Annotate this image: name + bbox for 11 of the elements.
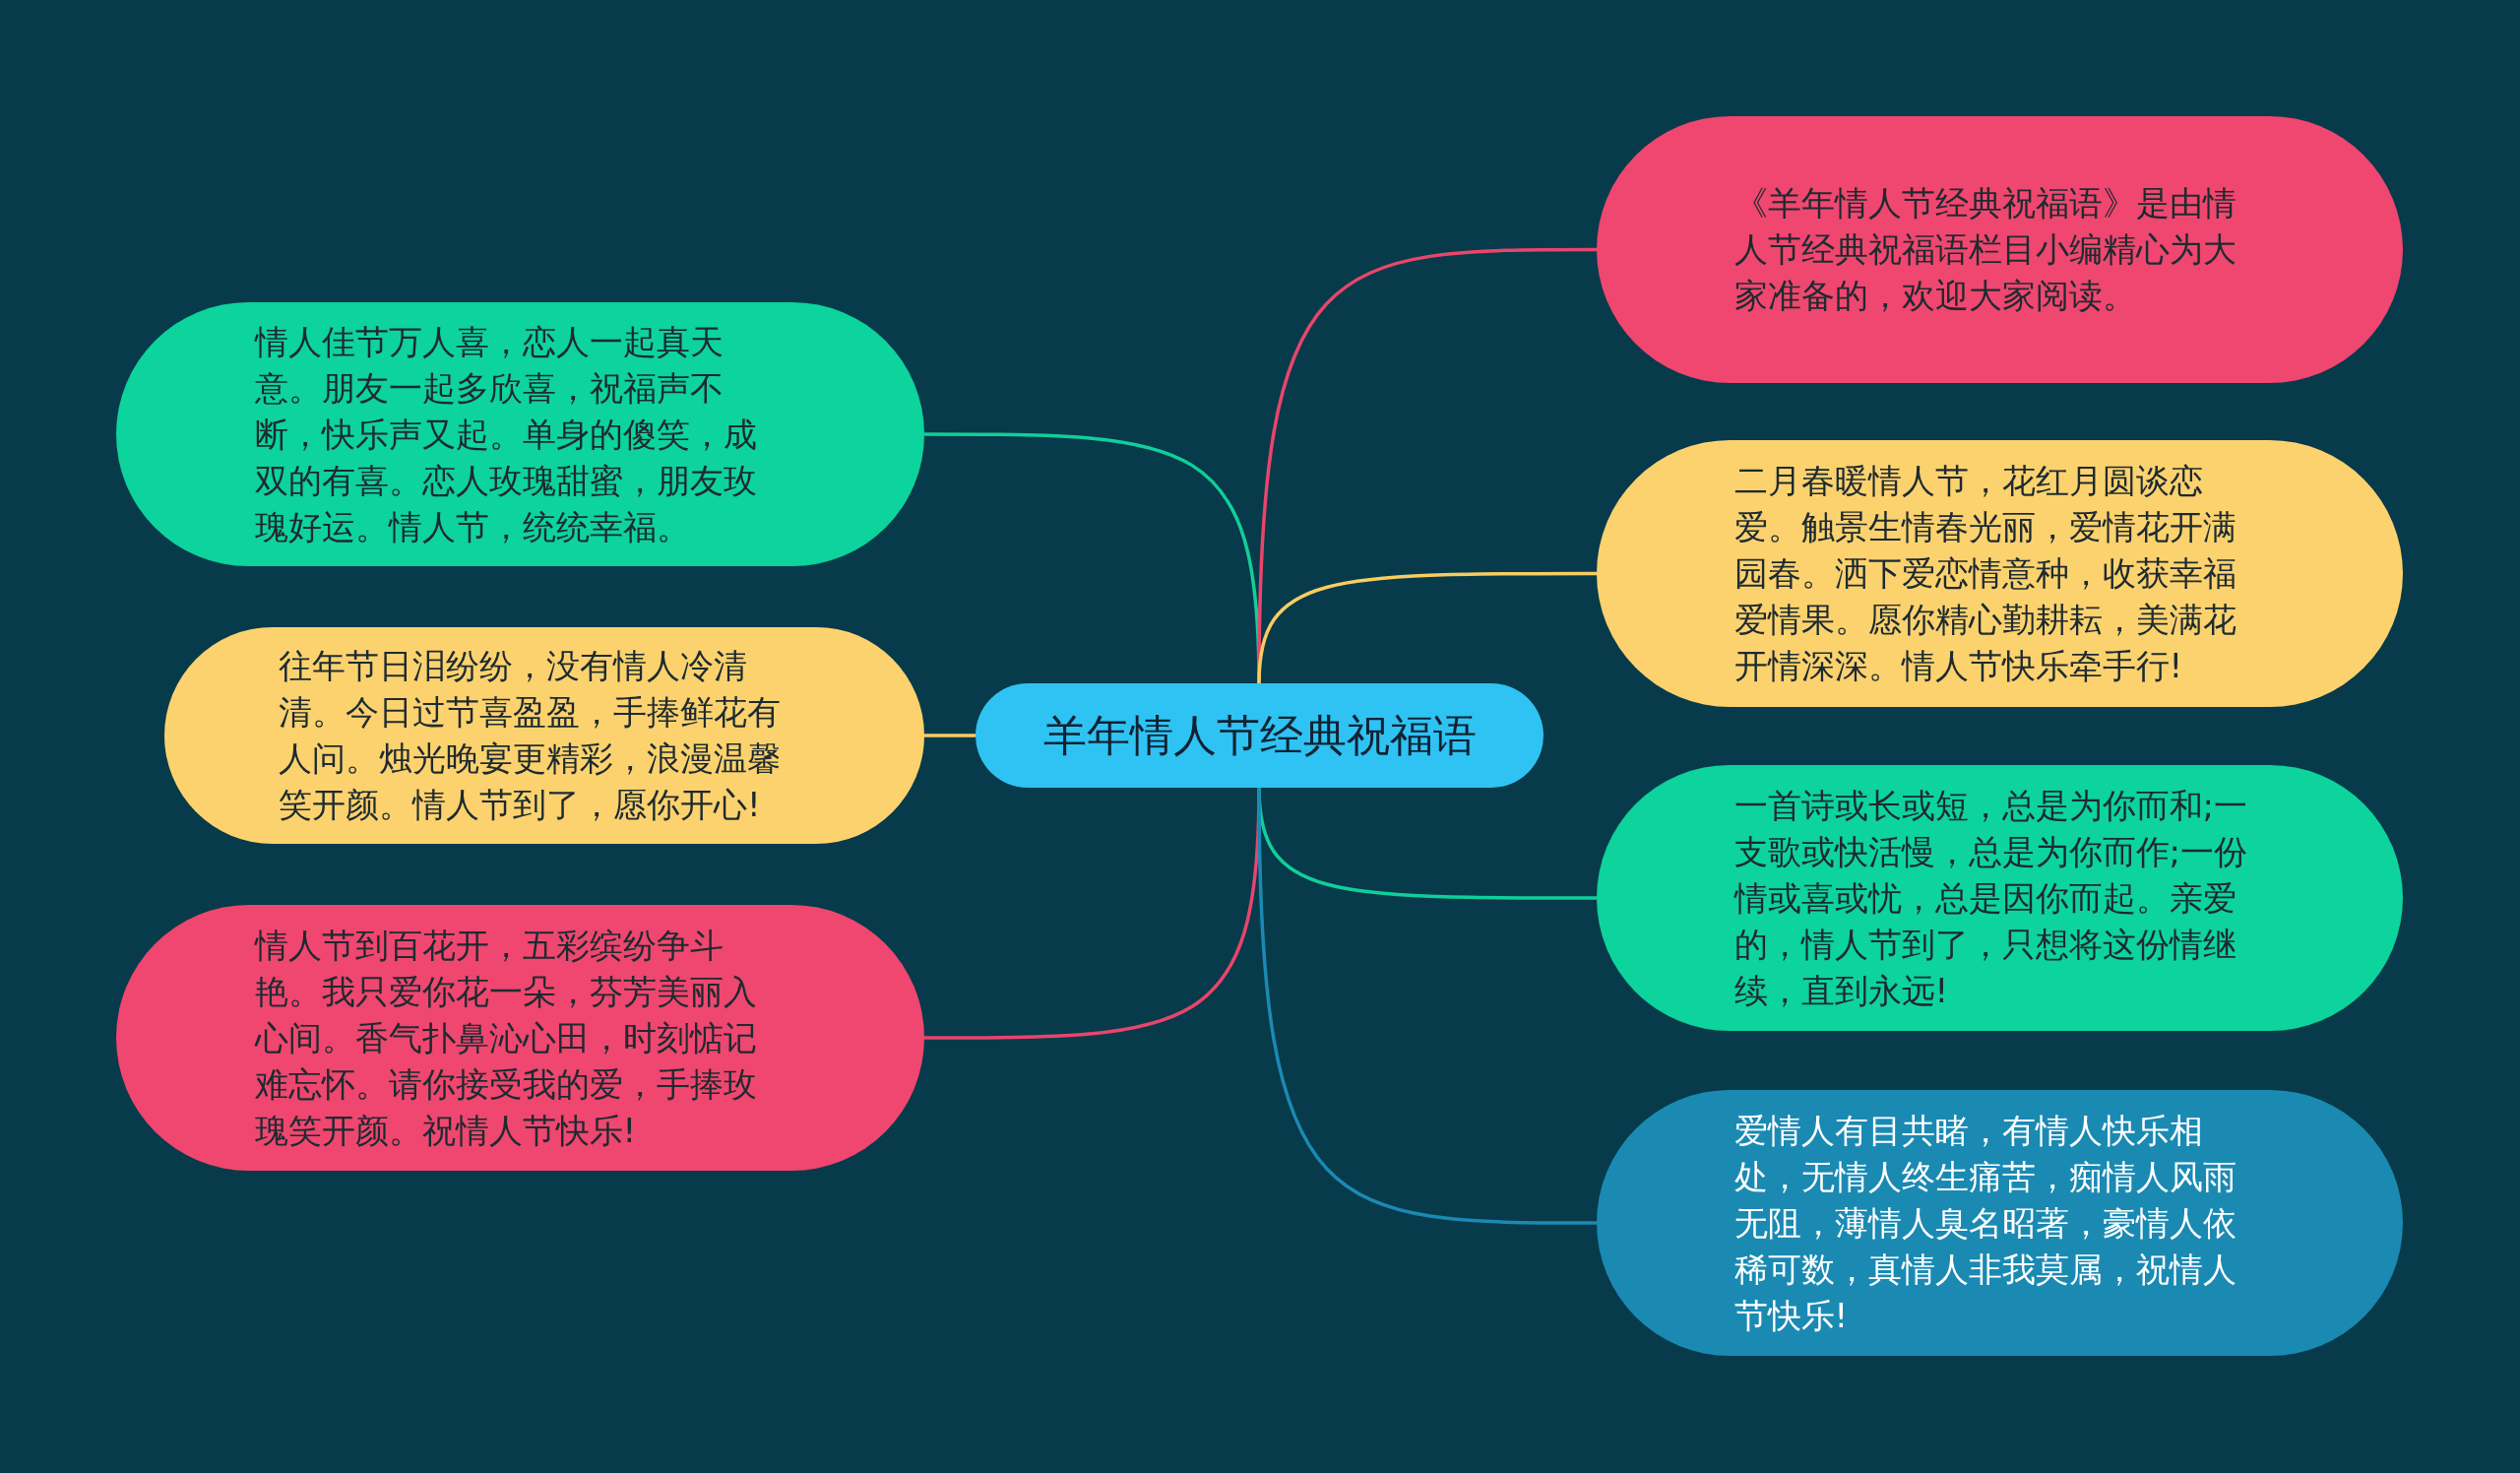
connector-line — [1257, 787, 1597, 1225]
branch-text: 二月春暖情人节，花红月圆谈恋爱。触景生情春光丽，爱情花开满园春。洒下爱恋情意种，收获幸福爱情果。愿你精心勤耕耘，美满花开情深深。情人节快乐牵手行! — [1733, 460, 2237, 687]
branch-text: 情人佳节万人喜，恋人一起真天意。朋友一起多欣喜，祝福声不断，快乐声又起。单身的傻笑，成双的有喜。恋人玫瑰甜蜜，朋友玫瑰好运。情人节，统统幸福。 — [254, 320, 758, 548]
branch-text: 往年节日泪纷纷，没有情人冷清清。今日过节喜盈盈，手捧鲜花有人问。烛光晚宴更精彩，浪漫温馨笑开颜。情人节到了，愿你开心! — [279, 645, 782, 826]
branch-text: 爱情人有目共睹，有情人快乐相处，无情人终生痛苦，痴情人风雨无阻，薄情人臭名昭著，豪情人依稀可数，真情人非我莫属，祝情人节快乐! — [1733, 1109, 2237, 1337]
topic-text: 羊年情人节经典祝福语 — [1042, 709, 1477, 762]
branch-text: 情人节到百花开，五彩缤纷争斗艳。我只爱你花一朵，芬芳美丽入心间。香气扑鼻沁心田，时刻惦记难忘怀。请你接受我的爱，手捧玫瑰笑开颜。祝情人节快乐! — [254, 924, 758, 1152]
branch-text: 一首诗或长或短，总是为你而和;一支歌或快活慢，总是为你而作;一份情或喜或忧，总是因你而起。亲爱的，情人节到了，只想将这份情继续，直到永远! — [1733, 784, 2248, 1012]
connector-line — [924, 734, 976, 737]
branch-text: 《羊年情人节经典祝福语》是由情人节经典祝福语栏目小编精心为大家准备的，欢迎大家阅读。 — [1733, 182, 2237, 317]
connector-line — [1257, 571, 1597, 684]
